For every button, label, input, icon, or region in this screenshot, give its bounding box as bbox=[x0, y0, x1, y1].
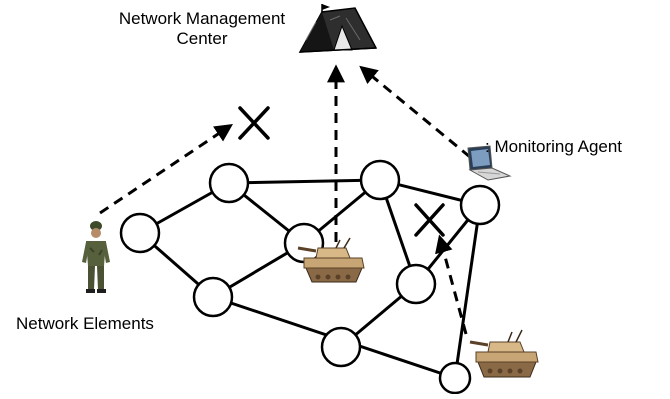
link bbox=[228, 178, 381, 185]
blocked-flow-arrow bbox=[99, 123, 233, 215]
tank-icon bbox=[469, 329, 539, 378]
link bbox=[453, 204, 482, 379]
tent-icon bbox=[298, 4, 378, 53]
monitoring-agent-label: : Monitoring Agent bbox=[485, 137, 623, 156]
monitoring-flows bbox=[99, 64, 471, 335]
network-node bbox=[459, 184, 501, 226]
network-node bbox=[359, 159, 401, 201]
network-node bbox=[208, 162, 250, 204]
network-elements-label: Network Elements bbox=[16, 314, 154, 333]
network-node bbox=[192, 276, 234, 318]
nmc-label-line1: Network Management bbox=[118, 9, 286, 28]
network-node bbox=[395, 263, 437, 305]
soldier-icon bbox=[82, 221, 110, 293]
blocked-x-icon bbox=[414, 203, 445, 237]
flow-arrow-to-center bbox=[359, 65, 471, 159]
network-nodes bbox=[119, 159, 501, 395]
blocked-x-icon bbox=[238, 106, 270, 140]
network-node bbox=[438, 361, 472, 395]
tank-icon bbox=[297, 237, 365, 283]
network-node bbox=[320, 326, 362, 368]
network-node bbox=[119, 212, 161, 254]
nmc-label: Network Management Center bbox=[86, 9, 318, 49]
nmc-label-line2: Center bbox=[176, 29, 228, 48]
laptop-icon bbox=[467, 145, 512, 181]
